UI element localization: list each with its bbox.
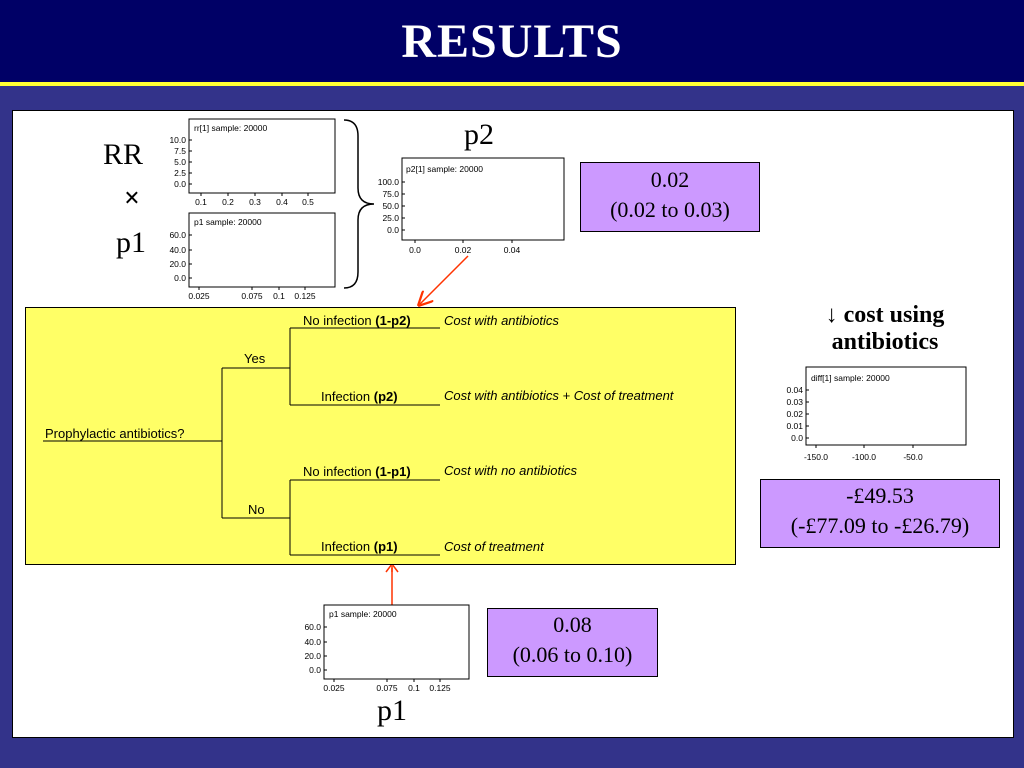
p1-bottom-label: p1 bbox=[377, 694, 407, 727]
p2-estimate: 0.02 bbox=[650, 167, 690, 192]
cost-heading-line1: ↓ cost using bbox=[825, 302, 945, 328]
no-no-infection-label: No infection (1-p1) bbox=[303, 464, 411, 479]
curly-brace bbox=[343, 119, 375, 289]
branch-yes-label: Yes bbox=[244, 351, 266, 366]
y-tick-label: 100.0 bbox=[378, 177, 400, 187]
yes-no-infection-label: No infection (1-p2) bbox=[303, 313, 411, 328]
p1-density-plot-small: p1 sample: 20000 60.0 40.0 20.0 0.0 0.02… bbox=[169, 212, 336, 301]
p1-arrow bbox=[385, 562, 399, 606]
y-tick-label: 25.0 bbox=[382, 213, 399, 223]
p2-density-plot: p2[1] sample: 20000 100.0 75.0 50.0 25.0… bbox=[378, 157, 565, 255]
multiply-symbol: × bbox=[124, 183, 140, 214]
y-tick-label: 40.0 bbox=[169, 245, 186, 255]
diff-interval: (-£77.09 to -£26.79) bbox=[790, 513, 970, 538]
p2-arrow bbox=[420, 255, 469, 304]
diff-estimate: -£49.53 bbox=[846, 483, 914, 508]
x-tick-label: -150.0 bbox=[804, 452, 828, 462]
x-tick-label: 0.025 bbox=[188, 291, 210, 301]
yes-infection-outcome: Cost with antibiotics + Cost of treatmen… bbox=[444, 388, 675, 403]
plot-label: p1 sample: 20000 bbox=[329, 609, 397, 619]
y-tick-label: 0.0 bbox=[309, 665, 321, 675]
x-tick-label: 0.1 bbox=[273, 291, 285, 301]
y-tick-label: 5.0 bbox=[174, 157, 186, 167]
x-tick-label: 0.125 bbox=[429, 683, 451, 693]
plot-label: rr[1] sample: 20000 bbox=[194, 123, 268, 133]
p1-interval: (0.06 to 0.10) bbox=[512, 642, 633, 667]
x-tick-label: 0.02 bbox=[455, 245, 472, 255]
x-tick-label: 0.1 bbox=[195, 197, 207, 207]
p2-interval: (0.02 to 0.03) bbox=[610, 197, 730, 222]
slide-title: RESULTS bbox=[401, 15, 623, 68]
y-tick-label: 40.0 bbox=[304, 637, 321, 647]
cost-heading-line2: antibiotics bbox=[831, 329, 939, 355]
x-tick-label: 0.025 bbox=[323, 683, 345, 693]
x-tick-label: 0.5 bbox=[302, 197, 314, 207]
y-tick-label: 0.0 bbox=[387, 225, 399, 235]
x-tick-label: -50.0 bbox=[903, 452, 923, 462]
title-bar bbox=[0, 0, 1024, 82]
p1-estimate: 0.08 bbox=[553, 612, 592, 637]
no-infection-outcome: Cost of treatment bbox=[444, 539, 545, 554]
decision-tree: Prophylactic antibiotics? Yes No No infe… bbox=[25, 307, 736, 565]
y-tick-label: 60.0 bbox=[304, 622, 321, 632]
p2-estimate-box: 0.02 (0.02 to 0.03) bbox=[580, 162, 760, 232]
p1-label: p1 bbox=[116, 226, 146, 259]
no-infection-label: Infection (p1) bbox=[321, 539, 398, 554]
yes-infection-label: Infection (p2) bbox=[321, 389, 398, 404]
y-tick-label: 0.0 bbox=[174, 179, 186, 189]
yes-no-infection-outcome: Cost with antibiotics bbox=[444, 313, 559, 328]
x-tick-label: 0.0 bbox=[409, 245, 421, 255]
y-tick-label: 0.0 bbox=[791, 433, 803, 443]
y-tick-label: 0.04 bbox=[786, 385, 803, 395]
root-decision-label: Prophylactic antibiotics? bbox=[45, 426, 184, 441]
title-divider bbox=[0, 82, 1024, 86]
rr-label: RR bbox=[103, 138, 144, 171]
plot-label: diff[1] sample: 20000 bbox=[811, 373, 890, 383]
p1-estimate-box: 0.08 (0.06 to 0.10) bbox=[487, 608, 658, 677]
p2-label: p2 bbox=[464, 118, 494, 151]
y-tick-label: 20.0 bbox=[169, 259, 186, 269]
x-tick-label: 0.1 bbox=[408, 683, 420, 693]
diff-density-plot: diff[1] sample: 20000 0.04 0.03 0.02 0.0… bbox=[786, 366, 967, 462]
cost-heading: ↓ cost using antibiotics bbox=[790, 302, 980, 356]
no-no-infection-outcome: Cost with no antibiotics bbox=[444, 463, 577, 478]
y-tick-label: 2.5 bbox=[174, 168, 186, 178]
branch-no-label: No bbox=[248, 502, 265, 517]
y-tick-label: 0.0 bbox=[174, 273, 186, 283]
y-tick-label: 20.0 bbox=[304, 651, 321, 661]
x-tick-label: 0.3 bbox=[249, 197, 261, 207]
rr-density-plot: rr[1] sample: 20000 10.0 7.5 5.0 2.5 0.0… bbox=[169, 118, 336, 207]
x-tick-label: 0.04 bbox=[504, 245, 521, 255]
y-tick-label: 60.0 bbox=[169, 230, 186, 240]
down-arrow-icon: ↓ bbox=[825, 302, 838, 328]
x-tick-label: 0.2 bbox=[222, 197, 234, 207]
x-tick-label: 0.4 bbox=[276, 197, 288, 207]
x-tick-label: -100.0 bbox=[852, 452, 876, 462]
x-tick-label: 0.125 bbox=[294, 291, 316, 301]
y-tick-label: 7.5 bbox=[174, 146, 186, 156]
p1-density-plot-bottom: p1 sample: 20000 60.0 40.0 20.0 0.0 0.02… bbox=[304, 604, 470, 693]
y-tick-label: 75.0 bbox=[382, 189, 399, 199]
y-tick-label: 0.01 bbox=[786, 421, 803, 431]
plot-label: p2[1] sample: 20000 bbox=[406, 164, 483, 174]
y-tick-label: 10.0 bbox=[169, 135, 186, 145]
y-tick-label: 0.03 bbox=[786, 397, 803, 407]
y-tick-label: 50.0 bbox=[382, 201, 399, 211]
x-tick-label: 0.075 bbox=[241, 291, 263, 301]
y-tick-label: 0.02 bbox=[786, 409, 803, 419]
diff-estimate-box: -£49.53 (-£77.09 to -£26.79) bbox=[760, 479, 1000, 548]
plot-label: p1 sample: 20000 bbox=[194, 217, 262, 227]
x-tick-label: 0.075 bbox=[376, 683, 398, 693]
